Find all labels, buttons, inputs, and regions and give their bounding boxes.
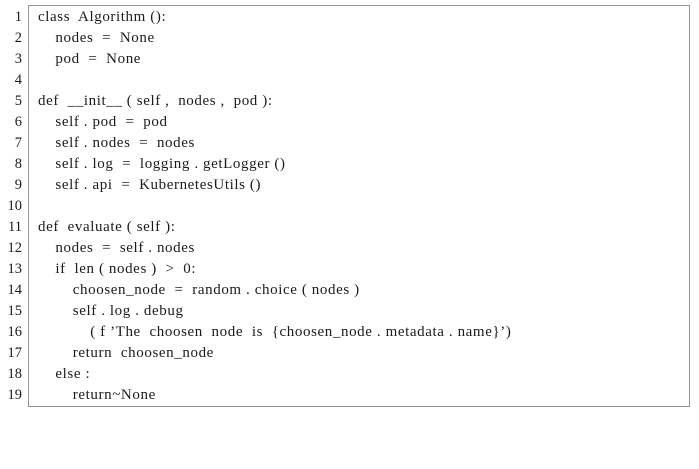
line-number: 15 [7, 303, 23, 319]
line-number: 17 [7, 345, 23, 361]
code-line: 7 self . nodes = nodes [0, 133, 699, 154]
line-code: return~None [38, 387, 156, 403]
line-code: class Algorithm (): [38, 9, 167, 25]
line-code: def evaluate ( self ): [38, 219, 176, 235]
code-line: 19 return~None [0, 385, 699, 406]
line-number: 11 [8, 219, 22, 235]
line-number: 16 [7, 324, 23, 340]
code-line: 13 if len ( nodes ) > 0: [0, 259, 699, 280]
line-code: self . pod = pod [38, 114, 168, 130]
line-code: self . log . debug [38, 303, 184, 319]
line-code: self . log = logging . getLogger () [38, 156, 286, 172]
line-number: 13 [7, 261, 23, 277]
line-code: else : [38, 366, 91, 382]
code-line: 8 self . log = logging . getLogger () [0, 154, 699, 175]
code-lines-container: 1 class Algorithm (): 2 nodes = None 3 p… [0, 7, 699, 406]
line-number: 9 [14, 177, 22, 193]
line-code: choosen_node = random . choice ( nodes ) [38, 282, 360, 298]
line-code: pod = None [38, 51, 142, 67]
code-line: 14 choosen_node = random . choice ( node… [0, 280, 699, 301]
line-code: def __init__ ( self , nodes , pod ): [38, 93, 273, 109]
line-number: 7 [14, 135, 22, 151]
code-line: 9 self . api = KubernetesUtils () [0, 175, 699, 196]
code-frame-border [28, 5, 690, 407]
line-number: 3 [14, 51, 22, 67]
code-line: 12 nodes = self . nodes [0, 238, 699, 259]
line-number: 2 [14, 30, 22, 46]
line-number: 8 [14, 156, 22, 172]
code-line: 4 [0, 70, 699, 91]
line-number: 4 [14, 72, 22, 88]
code-line: 15 self . log . debug [0, 301, 699, 322]
code-line: 6 self . pod = pod [0, 112, 699, 133]
code-line: 10 [0, 196, 699, 217]
line-number: 6 [14, 114, 22, 130]
line-code: ( f ’The choosen node is {choosen_node .… [38, 324, 512, 340]
line-code: nodes = None [38, 30, 155, 46]
line-code: return choosen_node [38, 345, 214, 361]
line-number: 19 [7, 387, 23, 403]
line-code: if len ( nodes ) > 0: [38, 261, 197, 277]
code-listing: 1 class Algorithm (): 2 nodes = None 3 p… [0, 5, 699, 407]
line-code: nodes = self . nodes [38, 240, 195, 256]
line-code: self . api = KubernetesUtils () [38, 177, 262, 193]
line-code: self . nodes = nodes [38, 135, 195, 151]
code-line: 11 def evaluate ( self ): [0, 217, 699, 238]
line-number: 1 [14, 9, 22, 25]
line-number: 10 [7, 198, 23, 214]
code-line: 1 class Algorithm (): [0, 7, 699, 28]
line-number: 5 [14, 93, 22, 109]
code-line: 18 else : [0, 364, 699, 385]
code-line: 17 return choosen_node [0, 343, 699, 364]
line-number: 14 [7, 282, 23, 298]
line-number: 18 [7, 366, 23, 382]
code-line: 2 nodes = None [0, 28, 699, 49]
code-line: 16 ( f ’The choosen node is {choosen_nod… [0, 322, 699, 343]
code-line: 3 pod = None [0, 49, 699, 70]
code-line: 5 def __init__ ( self , nodes , pod ): [0, 91, 699, 112]
line-number: 12 [7, 240, 23, 256]
